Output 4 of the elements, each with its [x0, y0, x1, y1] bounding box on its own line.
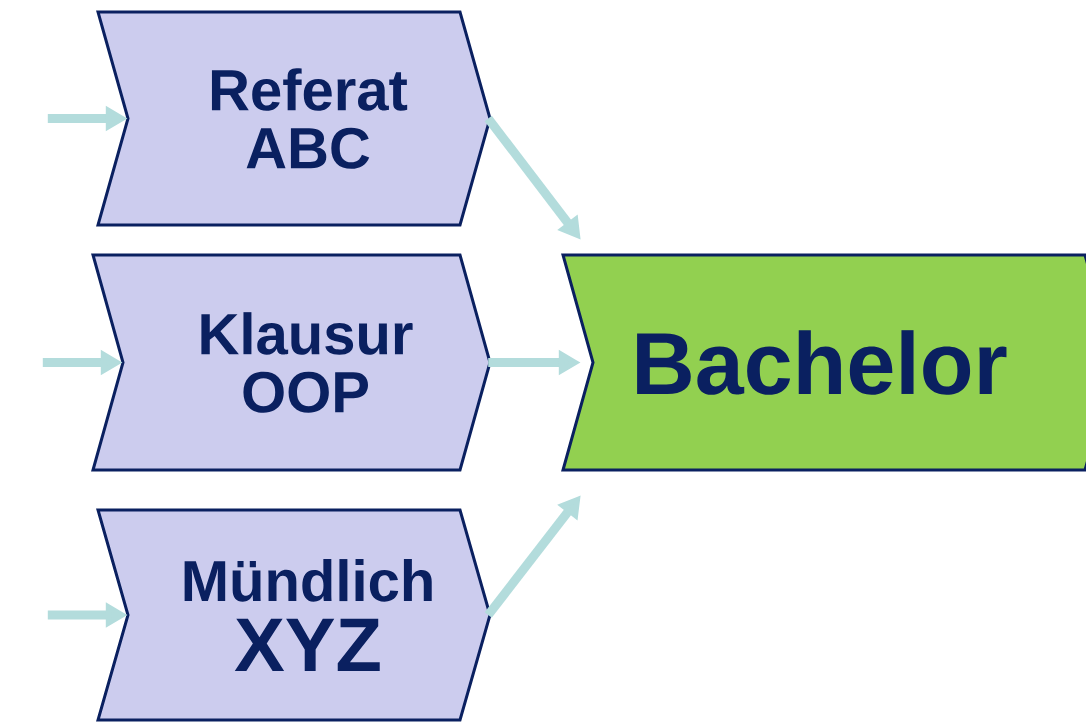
- chevron-box: Klausur OOP: [91, 253, 492, 472]
- chevron-box: Bachelor: [561, 253, 1086, 472]
- chevron-box: Referat ABC: [96, 10, 492, 227]
- chevron-box: Mündlich XYZ: [96, 508, 492, 722]
